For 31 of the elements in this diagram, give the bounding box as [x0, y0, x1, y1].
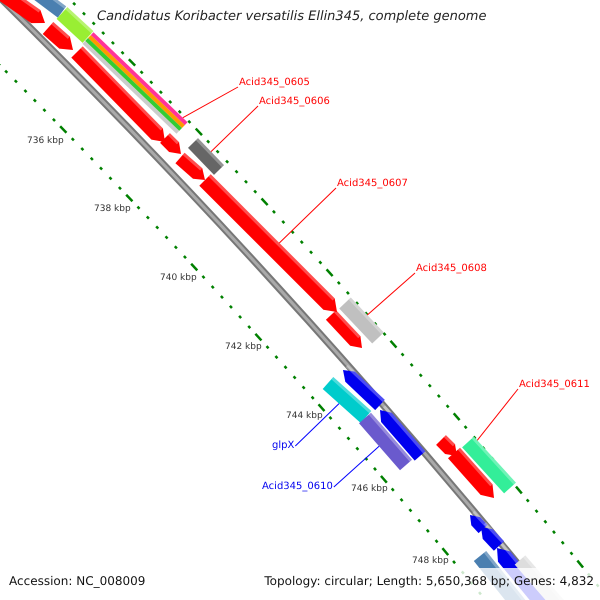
scale-label: 744 kbp	[286, 411, 323, 422]
scale-label: 748 kbp	[412, 556, 449, 567]
gene-block	[339, 298, 384, 344]
gene-block	[322, 377, 372, 423]
map-title: Candidatus Koribacter versatilis Ellin345, complete genome	[97, 9, 486, 25]
leader-line	[278, 188, 336, 244]
gene-label: Acid345_0608	[416, 263, 487, 275]
leader-line	[366, 272, 416, 316]
scale-label: 736 kbp	[27, 136, 64, 147]
scale-label: 746 kbp	[351, 484, 388, 495]
scale-label: 740 kbp	[160, 273, 197, 284]
scale-label: 738 kbp	[94, 204, 131, 215]
leader-line	[182, 86, 238, 118]
genome-stats-text: Topology: circular; Length: 5,650,368 bp; Genes: 4,832	[264, 574, 594, 588]
accession-text: Accession: NC_008009	[9, 574, 146, 588]
scale-label: 742 kbp	[225, 342, 262, 353]
gene-label: Acid345_0606	[259, 96, 330, 108]
gene-block	[462, 436, 516, 494]
leader-line	[476, 388, 518, 441]
gene-label: Acid345_0607	[337, 178, 408, 190]
gene-label: Acid345_0610	[262, 481, 333, 493]
gene-block	[199, 174, 337, 312]
leader-line	[210, 106, 258, 152]
gene-block	[188, 138, 224, 175]
gene-label: Acid345_0611	[519, 379, 590, 391]
gene-label: glpX	[272, 440, 294, 452]
leader-line	[333, 446, 380, 488]
leader-line	[294, 403, 340, 446]
gene-block	[359, 412, 412, 470]
gene-label: Acid345_0605	[239, 77, 310, 89]
gene-block	[82, 32, 188, 134]
